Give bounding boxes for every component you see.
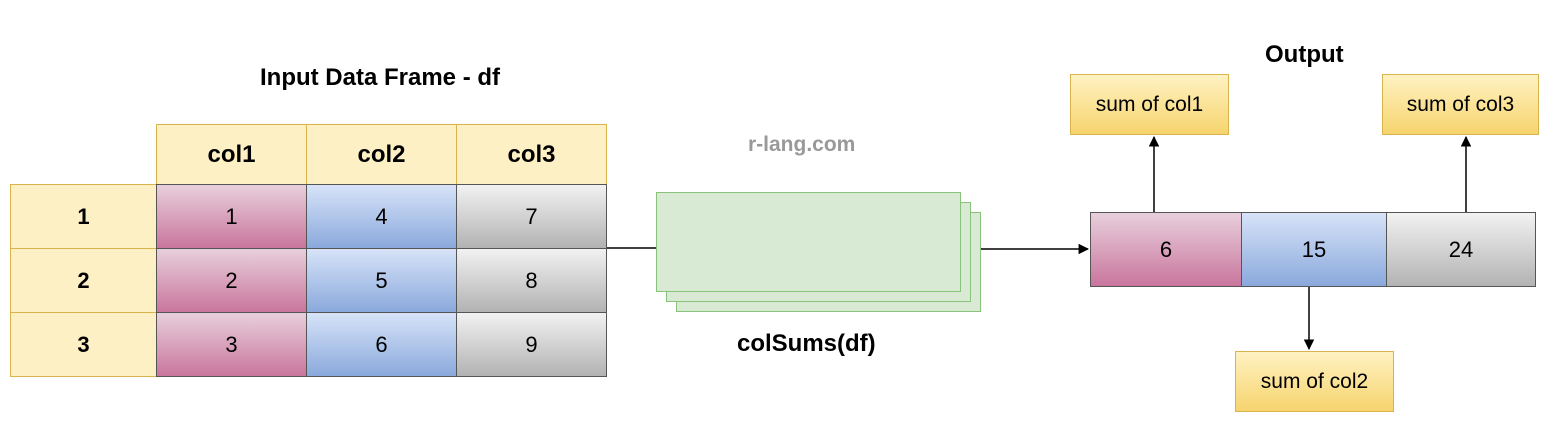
output-sum-col2: 15 <box>1241 212 1387 287</box>
cell-r3-col1: 3 <box>156 312 307 377</box>
cell-r1-col2: 4 <box>306 184 457 249</box>
function-card-front <box>656 192 961 292</box>
cell-r3-col3: 9 <box>456 312 607 377</box>
header-col3: col3 <box>456 124 607 185</box>
note-sum-col1: sum of col1 <box>1070 74 1229 135</box>
output-title: Output <box>1265 41 1344 68</box>
output-sum-col1: 6 <box>1090 212 1242 287</box>
cell-r2-col2: 5 <box>306 248 457 313</box>
output-sum-col3: 24 <box>1386 212 1536 287</box>
header-col1: col1 <box>156 124 307 185</box>
note-sum-col3: sum of col3 <box>1382 74 1539 135</box>
note-sum-col2: sum of col2 <box>1235 351 1394 412</box>
row-label-3: 3 <box>10 312 157 377</box>
cell-r1-col3: 7 <box>456 184 607 249</box>
cell-r3-col2: 6 <box>306 312 457 377</box>
watermark-text: r-lang.com <box>748 133 856 156</box>
input-title: Input Data Frame - df <box>260 64 501 91</box>
function-label: colSums(df) <box>737 330 876 357</box>
